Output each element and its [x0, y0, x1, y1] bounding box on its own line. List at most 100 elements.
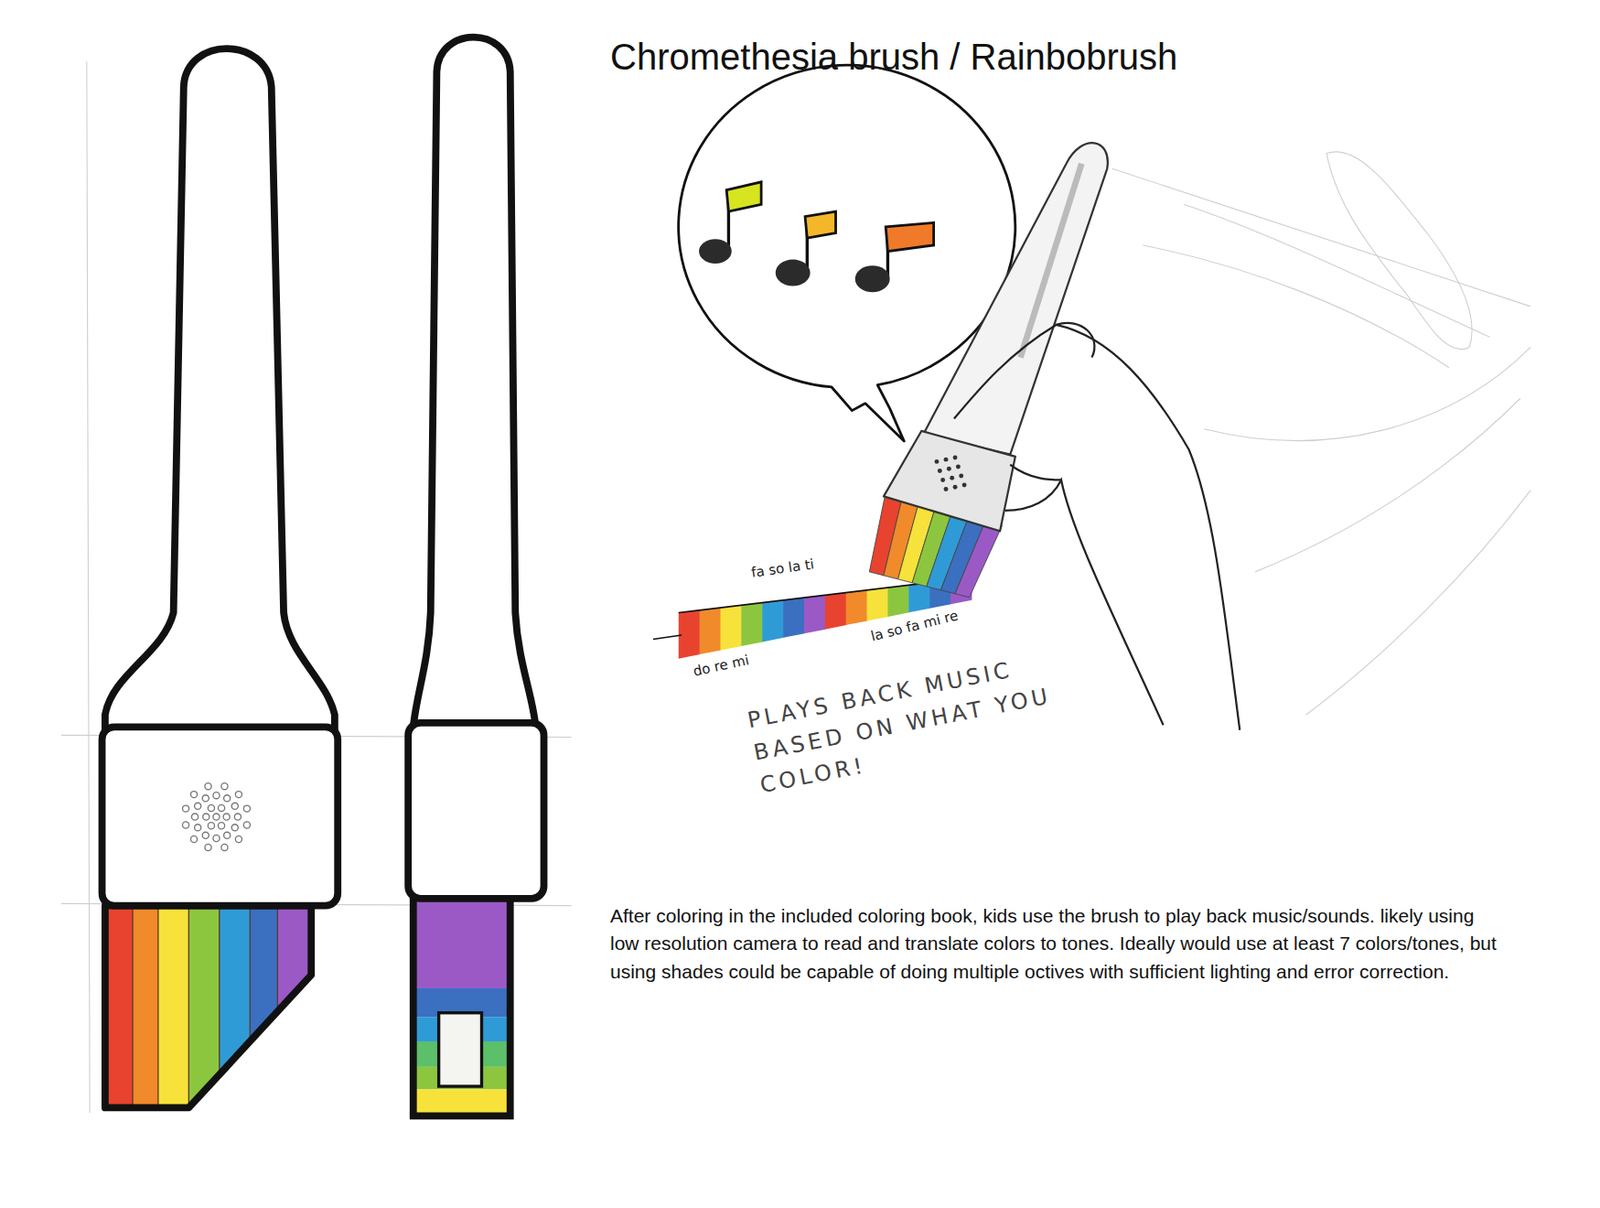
guide-line [86, 61, 90, 1113]
bristle-outline [105, 905, 312, 1108]
music-note [698, 182, 762, 264]
speaker-hole [235, 835, 242, 842]
speaker-hole [202, 794, 209, 802]
speaker-hole [217, 804, 225, 811]
speaker-hole [221, 843, 228, 850]
paint-stripe [678, 610, 700, 659]
speaker-hole [190, 835, 197, 842]
speaker-hole [235, 791, 242, 798]
brush-handle [923, 142, 1107, 454]
note-flag [805, 211, 836, 238]
ferrule [408, 722, 544, 899]
bristle-divider [157, 905, 159, 1108]
speaker-hole [194, 802, 202, 809]
speaker-hole [207, 822, 215, 829]
bristle-stripe [132, 905, 159, 1110]
paint-stripe [699, 607, 721, 655]
ferrule [883, 430, 1016, 531]
speaker-hole [949, 475, 955, 481]
speaker-hole [955, 464, 961, 470]
bristles [105, 905, 312, 1110]
speaker-hole [217, 822, 225, 829]
paint-stripe [783, 597, 805, 638]
speaker-hole [191, 813, 198, 820]
sketch-line [1306, 490, 1531, 715]
speaker-hole [940, 477, 945, 483]
paint-stripe [908, 582, 930, 613]
speaker-hole [243, 805, 250, 812]
speaker-hole [182, 805, 190, 812]
speaker-holes [934, 454, 967, 491]
handwritten-note: PLAYS BACK MUSIC BASED ON WHAT YOU COLOR… [744, 645, 1064, 802]
note-head [698, 238, 732, 264]
speaker-hole [953, 484, 958, 490]
speaker-hole [207, 804, 215, 811]
speaker-hole [958, 473, 964, 479]
paint-stripe [719, 604, 741, 650]
note-head [775, 259, 811, 287]
speaker-hole [224, 794, 231, 802]
bristle-outline [413, 896, 511, 1117]
speaker-hole [962, 483, 967, 488]
camera-window [439, 1012, 483, 1086]
stroke-edge [653, 634, 682, 639]
music-note [775, 211, 837, 286]
speaker-hole [937, 468, 943, 473]
paint-stripe [804, 594, 826, 634]
bristle-stripe [249, 905, 279, 1110]
brush-side [408, 37, 544, 1117]
hand-outline [954, 322, 1096, 419]
brush-front [102, 48, 339, 1109]
bristle-stripe [105, 905, 134, 1110]
speaker-hole [231, 802, 238, 809]
bristle-divider [249, 905, 251, 1108]
speaker-hole [934, 459, 940, 464]
ferrule [102, 726, 339, 905]
note-flag [726, 182, 762, 212]
speaker-hole [221, 783, 228, 790]
speaker-hole [213, 813, 220, 820]
brush-handle [413, 37, 537, 728]
speaker-hole [213, 834, 220, 841]
speaker-hole [190, 791, 197, 798]
sketch-line [1183, 204, 1491, 337]
speaker-hole [203, 813, 210, 820]
speaker-hole [223, 813, 230, 820]
sketch-line [1142, 245, 1450, 368]
solfege-label: do re mi [691, 651, 751, 680]
title: Chromethesia brush / Rainbobrush [610, 36, 1178, 78]
sketch-line [1255, 397, 1521, 572]
paint-stripe [740, 602, 763, 646]
speaker-hole [243, 821, 250, 828]
bristle-stripe [158, 905, 190, 1110]
bristle-stripe [219, 905, 251, 1110]
speaker-hole [944, 457, 949, 462]
bristle-band [413, 1088, 511, 1116]
speaker-hole [953, 454, 958, 460]
paint-stripe [825, 592, 847, 630]
speaker-hole [234, 813, 241, 820]
brush-handle [105, 48, 335, 735]
paint-stripe [762, 600, 784, 643]
speaker-hole [224, 831, 231, 838]
finger-outline [1009, 464, 1062, 481]
speaker-hole [182, 821, 190, 828]
guide-line [1112, 168, 1531, 307]
note-head [855, 265, 891, 292]
hand-with-brush [869, 142, 1240, 731]
painted-stroke [678, 577, 973, 659]
paint-stripe [867, 587, 889, 621]
speaker-hole [204, 843, 212, 850]
bristle-band [413, 896, 511, 988]
speaker-holes [182, 783, 251, 851]
speaker-hole [213, 792, 220, 799]
speaker-hole [946, 466, 952, 472]
bristle-divider [131, 905, 133, 1108]
hand-outline [1055, 324, 1240, 731]
speaker-hole [194, 824, 202, 831]
music-note [855, 222, 935, 292]
sketch-hand [1326, 151, 1472, 350]
speaker-hole [231, 824, 238, 831]
bristle-stripe [955, 520, 1002, 597]
